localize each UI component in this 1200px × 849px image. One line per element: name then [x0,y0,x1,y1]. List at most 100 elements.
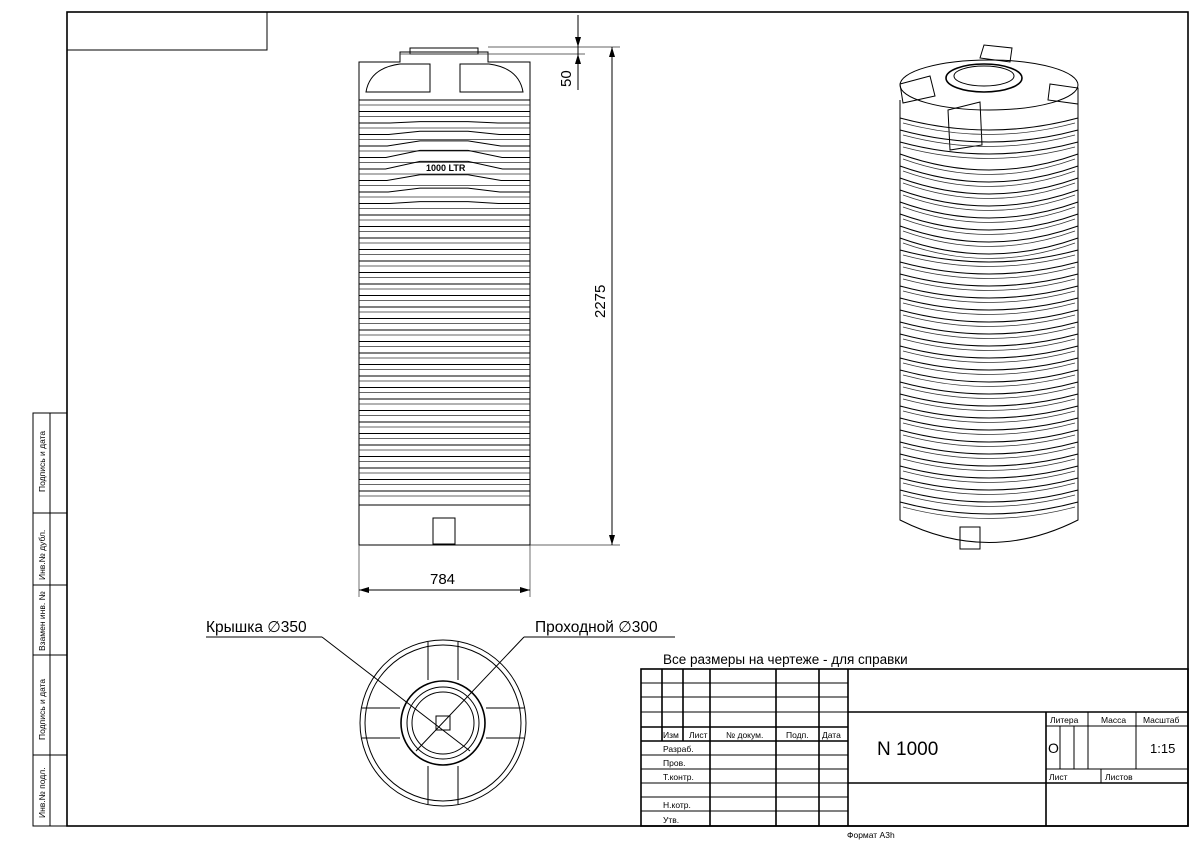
tank-rib [359,140,530,147]
tank-rib [902,410,1076,423]
tank-rib [902,506,1076,519]
tank-rib [899,417,1079,431]
tank-rib [902,158,1076,175]
tank-rib [359,187,530,193]
dimension-width: 784 [358,545,531,597]
perspective-view-tank [899,44,1079,550]
tank-rib [899,141,1079,155]
tank-rib [902,446,1076,459]
title-block: Изм Лист № докум. Подп. Дата Разраб. Про… [640,668,1189,827]
dim-top-value: 50 [558,70,575,87]
header-sign: Подп. [786,730,809,740]
tank-rib [899,345,1079,359]
tank-rib [899,129,1079,143]
tank-rib [902,290,1076,303]
tank-rib [902,218,1076,235]
top-view-tank: Крышка ∅350 Проходной ∅300 [206,619,675,807]
header-date: Дата [822,730,841,740]
role-norm-control: Н.котр. [663,800,691,810]
tank-rib [899,273,1079,287]
tank-rib [899,213,1079,231]
designation: N 1000 [877,739,938,760]
manhole-label: Проходной ∅300 [535,619,658,636]
tank-rib [902,422,1076,435]
tank-rib [899,237,1079,255]
dimension-height: 2275 [488,46,620,546]
tank-rib [899,309,1079,323]
tank-rib [902,338,1076,351]
tank-rib [899,453,1079,467]
role-developer: Разраб. [663,744,694,754]
tank-rib [899,465,1079,479]
tank-rib [899,297,1079,311]
side-stamps: Подпись и дата Инв.№ дубл. Взамен инв. №… [32,412,68,827]
tank-rib [902,362,1076,375]
tank-rib [902,254,1076,267]
header-doc-no: № докум. [726,730,763,740]
tank-rib [902,278,1076,291]
stamp-sign-date-1: Подпись и дата [37,431,47,492]
tank-rib [899,501,1079,515]
tank-rib [902,146,1076,159]
tank-rib [899,153,1079,171]
role-checker: Пров. [663,758,685,768]
tank-rib [359,130,530,135]
tank-rib [902,266,1076,279]
header-list: Лист [689,730,708,740]
litera-value: О [1048,740,1059,756]
tank-rib [359,160,530,170]
role-approved: Утв. [663,815,679,825]
tank-rib [359,201,530,204]
dim-width-value: 784 [430,571,455,588]
tank-rib [899,261,1079,275]
tank-rib [899,429,1079,443]
tank-rib [902,458,1076,471]
tank-volume-label: 1000 LTR [426,163,466,173]
tank-rib [899,381,1079,395]
tank-rib [899,189,1079,207]
format-label: Формат А3h [847,830,895,840]
tank-rib [899,165,1079,183]
front-view-tank: 1000 LTR [358,47,531,546]
tank-rib [902,230,1076,247]
dimension-top: 50 [400,15,585,90]
tank-rib [902,374,1076,387]
sheets-label: Листов [1105,772,1133,782]
mass-label: Масса [1101,715,1126,725]
drawing-frame [66,11,1189,827]
tank-rib [902,398,1076,411]
top-left-box [66,11,268,51]
tank-rib [902,194,1076,211]
tank-rib [899,285,1079,299]
tank-rib [899,249,1079,263]
tank-rib [899,117,1079,131]
dimensions-note: Все размеры на чертеже - для справки [663,652,908,667]
tank-rib [902,386,1076,399]
tank-rib [902,170,1076,187]
scale-value: 1:15 [1150,741,1175,756]
stamp-orig-inv: Инв.№ подл. [37,767,47,818]
tank-rib [899,177,1079,195]
tank-rib [899,489,1079,503]
tank-rib [902,482,1076,495]
tank-rib [899,225,1079,243]
tank-rib [902,134,1076,147]
scale-label: Масштаб [1143,715,1179,725]
tank-rib [902,470,1076,483]
tank-rib [902,314,1076,327]
tank-rib [902,494,1076,507]
tank-rib [902,302,1076,315]
lid-label: Крышка ∅350 [206,619,307,636]
dim-height-value: 2275 [592,285,609,318]
tank-rib [902,206,1076,223]
tank-rib [899,405,1079,419]
tank-rib [902,350,1076,363]
tank-rib [899,333,1079,347]
stamp-dup-inv: Инв.№ дубл. [37,530,47,580]
stamp-sign-date-2: Подпись и дата [37,679,47,740]
tank-rib [899,357,1079,371]
tank-rib [899,441,1079,455]
tank-rib [899,393,1079,407]
tank-rib [902,122,1076,135]
